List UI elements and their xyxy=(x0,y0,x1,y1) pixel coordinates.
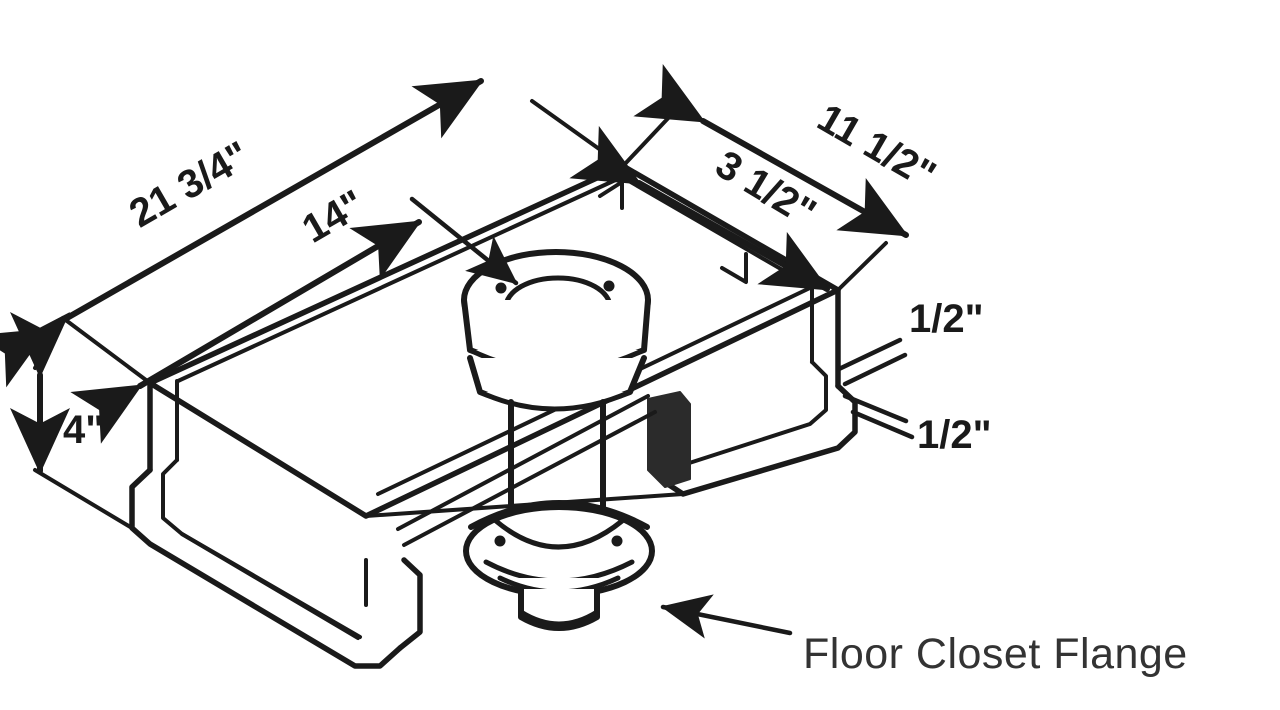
dimension-height: 4" xyxy=(10,312,134,530)
pan-notch-shadow xyxy=(647,391,691,488)
ext-line-width-near xyxy=(621,111,675,168)
leader-wall-top-a xyxy=(836,337,903,372)
lower-flange xyxy=(463,500,655,631)
dim-arrow-inner-width xyxy=(569,125,830,292)
lower-flange-spigot-bottom xyxy=(518,609,600,627)
pan-edge-behind-flange xyxy=(396,394,650,531)
pan-right-lip-inner xyxy=(678,360,828,468)
lower-flange-bolt-hole-2 xyxy=(611,535,623,547)
pan-edge-behind-flange-2 xyxy=(402,410,657,547)
lower-flange-bolt-hole-1 xyxy=(494,535,506,547)
dim-label-wall-bottom: 1/2" xyxy=(917,413,992,457)
dim-label-inner-length: 14" xyxy=(295,182,372,252)
dim-label-width: 11 1/2" xyxy=(810,96,943,198)
dim-label-wall-top: 1/2" xyxy=(909,297,984,341)
upper-flange-ring-bottom xyxy=(477,389,633,412)
ext-line-width-far xyxy=(836,241,888,292)
dim-arrow-inner-length xyxy=(70,219,422,444)
ext-line-height-bottom xyxy=(33,468,134,530)
lower-flange-inner-arc xyxy=(493,518,625,550)
pan-front-left-lip xyxy=(129,467,403,669)
leader-wall-bottom-a xyxy=(842,393,909,424)
upper-flange-bolt-hole-2 xyxy=(603,280,615,292)
flange-neck xyxy=(508,399,606,513)
ext-line-length-far xyxy=(530,99,625,168)
callout-label: Floor Closet Flange xyxy=(803,630,1188,678)
leader-wall-bottom-b xyxy=(850,409,915,440)
pan-front-face-lower xyxy=(180,532,362,639)
dim-arrow-length xyxy=(0,78,484,388)
pan-front-bottom-outer xyxy=(397,557,423,651)
dimension-wall-top: 1/2" xyxy=(836,297,984,387)
leader-to-flange-bore xyxy=(409,196,519,286)
ext-line-length-near xyxy=(61,316,152,385)
dimension-wall-bottom: 1/2" xyxy=(842,393,992,457)
leader-wall-top-b xyxy=(842,352,908,387)
callout-floor-closet-flange: Floor Closet Flange xyxy=(660,594,1188,678)
pan-top-step-mark-2 xyxy=(720,252,748,284)
callout-arrow xyxy=(660,594,793,639)
upper-flange-bolt-hole-1 xyxy=(495,282,507,294)
dim-label-height: 4" xyxy=(63,408,104,452)
